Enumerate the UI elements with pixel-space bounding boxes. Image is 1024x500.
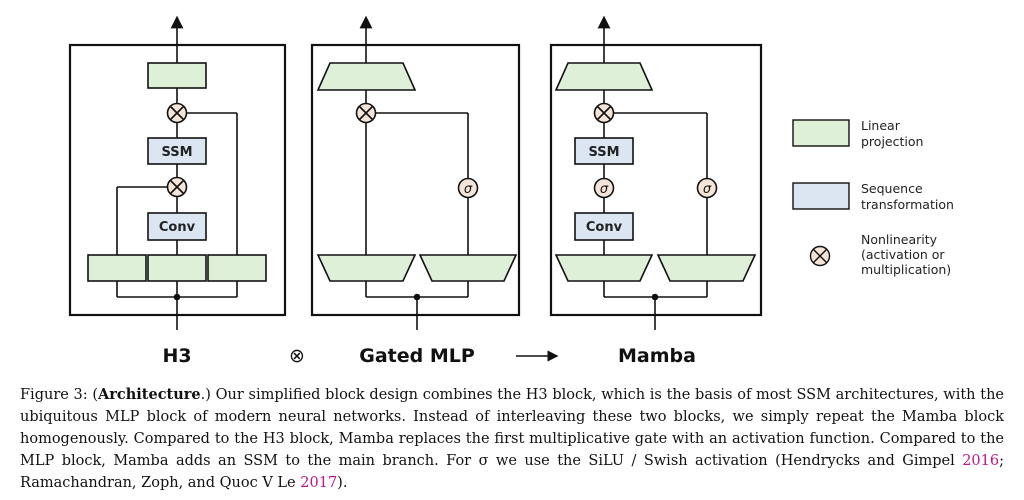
- gated-mlp-multiply-icon: [355, 102, 377, 124]
- mamba-multiply-icon: [593, 102, 615, 124]
- gated-mlp-input-linear-left: [316, 254, 417, 282]
- mamba-conv-label: Conv: [586, 220, 623, 235]
- mamba-output-linear: [554, 62, 654, 91]
- citation-link-2017[interactable]: 2017: [300, 475, 338, 491]
- legend: Linear projection Sequence transformatio…: [792, 118, 954, 277]
- combine-symbol: ⊗: [289, 345, 305, 367]
- citation-link-2016[interactable]: 2016: [962, 453, 1000, 469]
- mamba-sigma-gate-label: σ: [703, 182, 712, 197]
- legend-nonlinearity-line1: Nonlinearity: [861, 232, 938, 247]
- h3-ssm-label: SSM: [161, 145, 192, 160]
- gated-mlp-sigma-label: σ: [464, 182, 473, 197]
- h3-conv-label: Conv: [159, 220, 196, 235]
- h3-title: H3: [162, 345, 191, 367]
- legend-linear-line2: projection: [861, 134, 923, 149]
- architecture-figure: SSM Conv σ: [68, 15, 954, 367]
- mamba-block: [549, 15, 763, 330]
- mamba-input-linear-right: [656, 254, 757, 282]
- legend-sequence-swatch: [792, 182, 850, 210]
- h3-input-linear-right: [207, 254, 267, 282]
- h3-block: [68, 15, 287, 330]
- legend-nonlinearity-line3: multiplication): [861, 262, 951, 277]
- gated-mlp-title: Gated MLP: [359, 345, 475, 367]
- legend-sequence-line2: transformation: [861, 197, 954, 212]
- legend-linear-swatch: [792, 119, 850, 147]
- caption-body: .) Our simplified block design combines …: [20, 387, 1004, 469]
- h3-ssm-box: [147, 137, 207, 165]
- mamba-sigma-main-label: σ: [600, 182, 609, 197]
- gated-mlp-sigma-icon: [457, 177, 479, 199]
- h3-input-linear-left: [87, 254, 147, 282]
- figure-caption: Figure 3: (Architecture.) Our simplified…: [20, 384, 1004, 494]
- h3-multiply-top-icon: [166, 102, 188, 124]
- caption-between: ; Ramachandran, Zoph, and Quoc V Le: [20, 453, 1004, 491]
- mamba-title: Mamba: [618, 345, 696, 367]
- gated-mlp-output-linear: [316, 62, 417, 91]
- mamba-ssm-box: [574, 137, 634, 165]
- h3-multiply-bottom-icon: [166, 176, 188, 198]
- legend-nonlinearity-icon: [809, 245, 831, 267]
- gated-mlp-block: [310, 15, 521, 330]
- mamba-ssm-label: SSM: [588, 145, 619, 160]
- mamba-sigma-main-icon: [593, 177, 615, 199]
- caption-suffix: ).: [337, 475, 348, 491]
- legend-nonlinearity-line2: (activation or: [861, 247, 945, 262]
- gated-mlp-frame: [310, 43, 521, 317]
- legend-linear-line1: Linear: [861, 118, 901, 133]
- legend-sequence-line1: Sequence: [861, 181, 923, 196]
- mamba-conv-box: [574, 212, 634, 241]
- h3-output-linear: [147, 62, 207, 89]
- caption-bold-title: Architecture: [98, 386, 201, 403]
- mamba-sigma-gate-icon: [696, 177, 718, 199]
- h3-conv-box: [147, 212, 207, 241]
- mamba-frame: [549, 43, 763, 317]
- h3-input-linear-center: [147, 254, 207, 282]
- caption-prefix: Figure 3: (: [20, 387, 99, 403]
- gated-mlp-input-linear-right: [418, 254, 518, 282]
- mamba-input-linear-left: [554, 254, 654, 282]
